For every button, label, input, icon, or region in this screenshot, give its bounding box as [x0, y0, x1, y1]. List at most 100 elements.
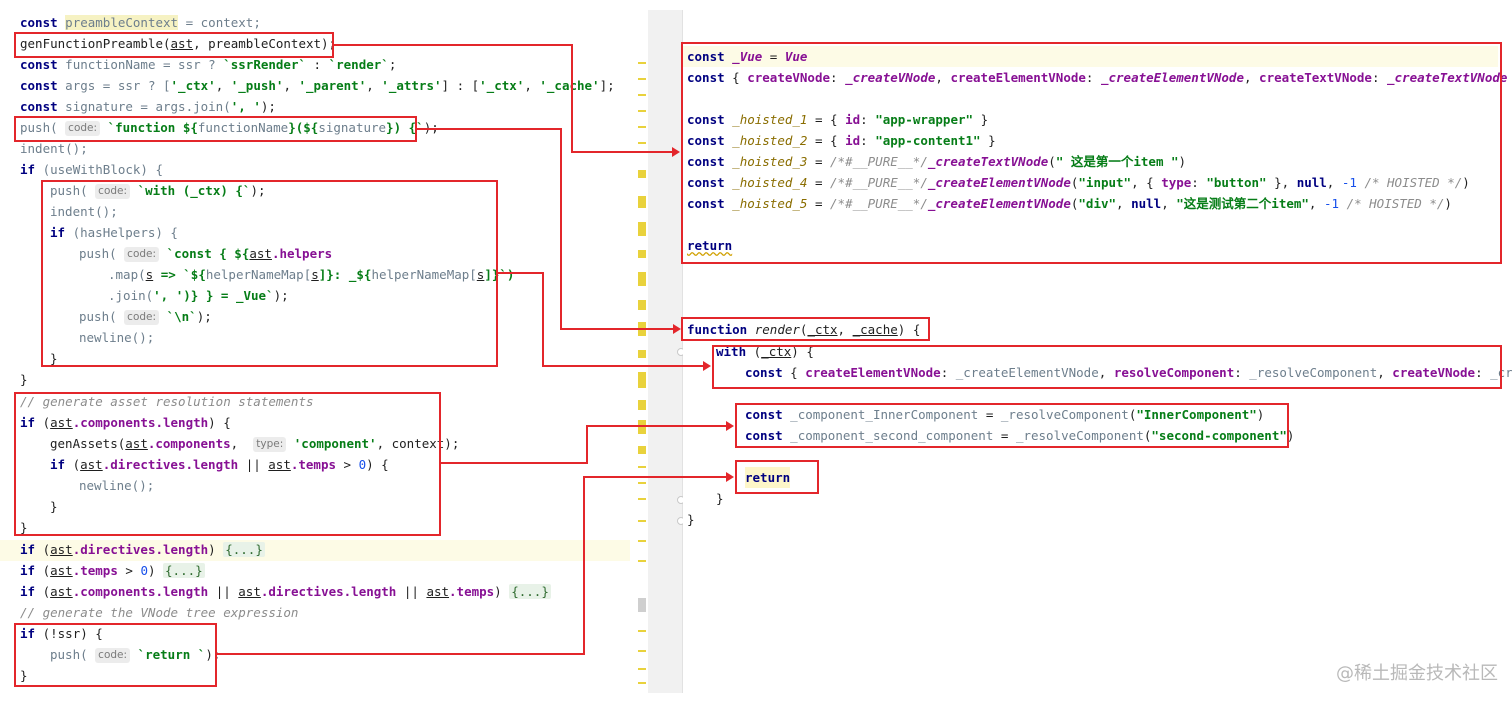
- right-code-output[interactable]: const _Vue = Vue const { createVNode: _c…: [683, 10, 1512, 693]
- code-line[interactable]: }: [716, 491, 724, 506]
- code-line[interactable]: newline();: [79, 478, 155, 493]
- stripe-marker[interactable]: [638, 222, 646, 236]
- stripe-marker[interactable]: [638, 110, 646, 112]
- function-call: _resolveComponent: [1000, 407, 1129, 422]
- code-line[interactable]: genAssets(ast.components, type: 'compone…: [50, 433, 459, 454]
- code-line[interactable]: .join(', ')} } = _Vue`);: [108, 285, 289, 306]
- string: '_attrs': [381, 78, 442, 93]
- code-line[interactable]: function render(_ctx, _cache) {: [687, 319, 920, 340]
- code-line[interactable]: const _component_InnerComponent = _resol…: [745, 404, 1264, 425]
- code-line[interactable]: const _hoisted_2 = { id: "app-content1" …: [687, 130, 996, 151]
- code-line[interactable]: const _hoisted_1 = { id: "app-wrapper" }: [687, 109, 988, 130]
- code-line[interactable]: push( code: `with (_ctx) {`);: [50, 180, 266, 201]
- stripe-marker[interactable]: [638, 682, 646, 684]
- string: '_ctx': [170, 78, 216, 93]
- code-line[interactable]: indent();: [20, 141, 88, 156]
- stripe-marker[interactable]: [638, 446, 646, 454]
- stripe-marker[interactable]: [638, 62, 646, 64]
- code-line[interactable]: }: [50, 351, 58, 366]
- folded-region[interactable]: {...}: [163, 563, 205, 578]
- stripe-marker[interactable]: [638, 196, 646, 208]
- scrollbar-thumb[interactable]: [638, 598, 646, 612]
- code-text: (: [1070, 175, 1079, 190]
- stripe-marker[interactable]: [638, 400, 646, 410]
- code-line[interactable]: const functionName = ssr ? `ssrRender` :…: [20, 54, 396, 75]
- code-line[interactable]: const _Vue = Vue: [687, 46, 807, 67]
- code-line[interactable]: if (ast.directives.length) {...}: [20, 539, 265, 560]
- code-line[interactable]: if (ast.components.length || ast.directi…: [20, 581, 551, 602]
- code-line[interactable]: if (ast.temps > 0) {...}: [20, 560, 205, 581]
- string: ', ': [153, 288, 184, 303]
- code-line[interactable]: return: [745, 467, 791, 488]
- string: "app-content1": [875, 133, 981, 148]
- code-line[interactable]: return: [687, 235, 732, 256]
- code-line[interactable]: if (ast.components.length) {: [20, 412, 231, 433]
- code-line[interactable]: indent();: [50, 204, 118, 219]
- code-line[interactable]: newline();: [79, 330, 155, 345]
- folded-region[interactable]: {...}: [223, 542, 265, 557]
- connector-line: [583, 476, 726, 478]
- code-line[interactable]: push( code: `const { ${ast.helpers: [79, 243, 332, 264]
- code-line[interactable]: }: [20, 668, 28, 683]
- code-line[interactable]: const _component_second_component = _res…: [745, 425, 1294, 446]
- comment-line[interactable]: // generate asset resolution statements: [20, 394, 314, 409]
- code-line[interactable]: if (ast.directives.length || ast.temps >…: [50, 454, 389, 475]
- stripe-marker[interactable]: [638, 300, 646, 310]
- stripe-marker[interactable]: [638, 650, 646, 652]
- code-line[interactable]: if (!ssr) {: [20, 623, 103, 644]
- connector-line: [586, 425, 588, 464]
- code-line[interactable]: const _hoisted_5 = /*#__PURE__*/_createE…: [687, 193, 1452, 214]
- code-line[interactable]: const preambleContext = context;: [20, 12, 261, 33]
- code-line[interactable]: const { createElementVNode: _createEleme…: [745, 362, 1512, 383]
- stripe-marker[interactable]: [638, 350, 646, 358]
- folded-region[interactable]: {...}: [509, 584, 551, 599]
- stripe-marker[interactable]: [638, 250, 646, 258]
- keyword: const: [687, 112, 725, 127]
- code-line[interactable]: }: [687, 512, 695, 527]
- code-line[interactable]: with (_ctx) {: [716, 341, 814, 362]
- code-line[interactable]: const _hoisted_3 = /*#__PURE__*/_createT…: [687, 151, 1186, 172]
- code-text: :: [940, 365, 956, 380]
- stripe-marker[interactable]: [638, 170, 646, 178]
- code-line[interactable]: }: [50, 499, 58, 514]
- stripe-marker[interactable]: [638, 272, 646, 286]
- code-line[interactable]: genFunctionPreamble(ast, preambleContext…: [20, 33, 336, 54]
- code-line[interactable]: push( code: `\n`);: [79, 306, 212, 327]
- connector-line: [542, 365, 703, 367]
- code-line[interactable]: const args = ssr ? ['_ctx', '_push', '_p…: [20, 75, 615, 96]
- code-line[interactable]: }: [20, 372, 28, 387]
- parameter: _ctx: [761, 344, 792, 359]
- code-line[interactable]: const { createVNode: _createVNode, creat…: [687, 67, 1512, 88]
- stripe-marker[interactable]: [638, 668, 646, 670]
- stripe-marker[interactable]: [638, 482, 646, 484]
- keyword: const: [745, 428, 783, 443]
- code-line[interactable]: if (hasHelpers) {: [50, 222, 178, 243]
- code-line[interactable]: }: [20, 520, 28, 535]
- error-stripe[interactable]: [630, 0, 648, 703]
- connector-line: [571, 44, 573, 153]
- stripe-marker[interactable]: [638, 630, 646, 632]
- code-text: ): [1256, 407, 1265, 422]
- code-line[interactable]: const signature = args.join(', ');: [20, 96, 276, 117]
- stripe-marker[interactable]: [638, 540, 646, 542]
- code-text: ,: [1161, 196, 1177, 211]
- code-line[interactable]: push( code: `return `);: [50, 644, 220, 665]
- stripe-marker[interactable]: [638, 372, 646, 388]
- stripe-marker[interactable]: [638, 560, 646, 562]
- stripe-marker[interactable]: [638, 420, 646, 434]
- code-line[interactable]: .map(s => `${helperNameMap[s]}: _${helpe…: [108, 264, 514, 285]
- stripe-marker[interactable]: [638, 126, 646, 128]
- code-line[interactable]: push( code: `function ${functionName}(${…: [20, 117, 439, 138]
- keyword: const: [20, 99, 58, 114]
- code-line[interactable]: if (useWithBlock) {: [20, 159, 163, 180]
- left-code-editor[interactable]: const preambleContext = context; genFunc…: [0, 0, 640, 703]
- stripe-marker[interactable]: [638, 94, 646, 96]
- keyword: return: [745, 470, 791, 485]
- stripe-marker[interactable]: [638, 78, 646, 80]
- stripe-marker[interactable]: [638, 142, 646, 144]
- code-line[interactable]: const _hoisted_4 = /*#__PURE__*/_createE…: [687, 172, 1470, 193]
- stripe-marker[interactable]: [638, 466, 646, 468]
- stripe-marker[interactable]: [638, 498, 646, 500]
- stripe-marker[interactable]: [638, 520, 646, 522]
- comment-line[interactable]: // generate the VNode tree expression: [20, 605, 299, 620]
